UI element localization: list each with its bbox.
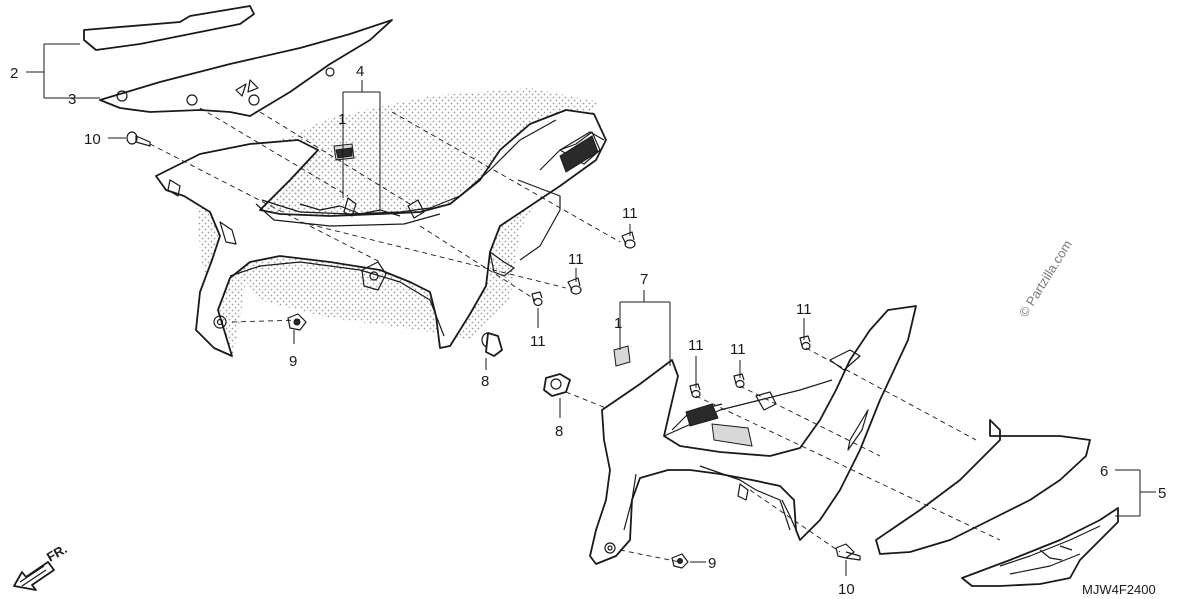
callout-10-lower: 10	[838, 581, 855, 598]
front-direction-arrow	[13, 561, 55, 591]
part-8-spacer-right[interactable]	[543, 373, 571, 397]
callout-9-left: 9	[289, 353, 297, 370]
part-11-bolt-e[interactable]	[689, 383, 701, 399]
callout-7: 7	[640, 271, 648, 288]
callout-11-f: 11	[730, 341, 746, 358]
right-cover-details	[604, 349, 869, 554]
part-6-side-strip[interactable]	[875, 419, 1091, 555]
part-10-bolt-upper[interactable]	[126, 131, 151, 147]
part-1-pad-upper-face	[335, 147, 353, 159]
callout-11-d: 11	[796, 301, 812, 318]
direction-label: FR.	[44, 541, 70, 564]
callout-11-b: 11	[568, 251, 584, 268]
part-8-spacer-left[interactable]	[481, 332, 503, 357]
part-5-trim-plate[interactable]	[961, 507, 1119, 587]
callout-6: 6	[1100, 463, 1108, 480]
part-10-bolt-lower[interactable]	[835, 543, 861, 561]
callout-3: 3	[68, 91, 76, 108]
part-11-bolt-a[interactable]	[621, 231, 636, 249]
left-cover-details	[167, 119, 605, 337]
callout-8-right: 8	[555, 423, 563, 440]
callout-11-a: 11	[622, 205, 638, 222]
part-2-upper-cover[interactable]	[83, 5, 255, 51]
callout-8-left: 8	[481, 373, 489, 390]
callout-9-right: 9	[708, 555, 716, 572]
part-11-bolt-b[interactable]	[567, 277, 582, 295]
right-side-cover[interactable]	[589, 305, 917, 565]
part-9-grommet-right[interactable]	[671, 553, 689, 569]
callout-2: 2	[10, 65, 18, 82]
part-1-pad-lower[interactable]	[613, 345, 631, 367]
callout-11-e: 11	[688, 337, 704, 354]
part-11-bolt-c[interactable]	[531, 291, 543, 307]
callout-1-upper: 1	[338, 111, 346, 128]
callout-1-lower: 1	[614, 315, 622, 332]
part-11-bolt-d[interactable]	[799, 335, 811, 351]
callout-11-c: 11	[530, 333, 546, 350]
diagram-code: MJW4F2400	[1082, 582, 1156, 597]
callout-leader-lines	[26, 43, 1156, 576]
part-5-details	[999, 525, 1101, 575]
callout-5: 5	[1158, 485, 1166, 502]
part-3-inner-panel[interactable]	[99, 19, 393, 117]
part-11-bolt-f[interactable]	[733, 373, 745, 389]
callout-10-upper: 10	[84, 131, 101, 148]
part-3-holes	[116, 67, 335, 106]
part-9-grommet-left[interactable]	[287, 313, 307, 331]
callout-4: 4	[356, 63, 364, 80]
watermark: © Partzilla.com	[1016, 237, 1075, 319]
assembly-dashed-lines	[149, 107, 1001, 563]
